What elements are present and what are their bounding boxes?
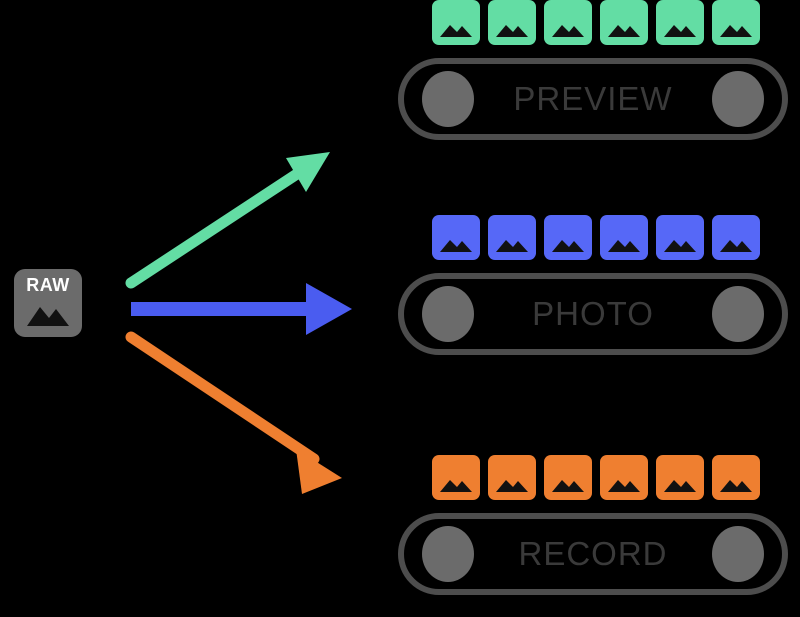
frame-strip-photo [432,215,760,260]
frame-tile[interactable] [432,455,480,500]
frame-tile[interactable] [488,215,536,260]
image-picture-icon [27,307,69,326]
image-picture-icon [720,240,752,252]
conveyor-belt-photo[interactable]: PHOTO [398,273,788,355]
frame-tile[interactable] [712,0,760,45]
raw-label: RAW [26,275,70,295]
frame-tile[interactable] [656,0,704,45]
frame-tile[interactable] [544,455,592,500]
frame-tile[interactable] [432,0,480,45]
image-picture-icon [664,480,696,492]
image-picture-icon [664,240,696,252]
frame-tile[interactable] [712,455,760,500]
conveyor-belt-record[interactable]: RECORD [398,513,788,595]
image-picture-icon [552,480,584,492]
image-picture-icon [496,240,528,252]
pulley-right [712,526,764,582]
frame-tile[interactable] [488,455,536,500]
image-picture-icon [496,25,528,37]
frame-tile[interactable] [600,215,648,260]
image-picture-icon [608,240,640,252]
image-picture-icon [496,480,528,492]
image-picture-icon [552,240,584,252]
conveyor-belt-preview[interactable]: PREVIEW [398,58,788,140]
frame-tile[interactable] [488,0,536,45]
pulley-left [422,286,474,342]
pulley-left [422,71,474,127]
belt-label-photo: PHOTO [532,295,654,332]
frame-tile[interactable] [656,455,704,500]
image-picture-icon [720,480,752,492]
image-picture-icon [552,25,584,37]
frame-tile[interactable] [656,215,704,260]
frame-strip-preview [432,0,760,45]
belt-label-record: RECORD [518,535,668,572]
arrow-raw-to-record [125,331,342,494]
frame-tile[interactable] [544,0,592,45]
image-picture-icon [720,25,752,37]
image-picture-icon [608,25,640,37]
frame-tile[interactable] [544,215,592,260]
frame-tile[interactable] [600,0,648,45]
frame-tile[interactable] [600,455,648,500]
raw-source-node[interactable]: RAW [14,269,82,337]
image-picture-icon [440,480,472,492]
frame-tile[interactable] [712,215,760,260]
pulley-right [712,71,764,127]
pulley-left [422,526,474,582]
image-picture-icon [664,25,696,37]
frame-strip-record [432,455,760,500]
belt-label-preview: PREVIEW [513,80,673,117]
arrow-raw-to-preview [125,152,330,289]
image-picture-icon [440,25,472,37]
pulley-right [712,286,764,342]
image-picture-icon [440,240,472,252]
frame-tile[interactable] [432,215,480,260]
arrow-raw-to-photo [131,283,352,335]
image-picture-icon [608,480,640,492]
